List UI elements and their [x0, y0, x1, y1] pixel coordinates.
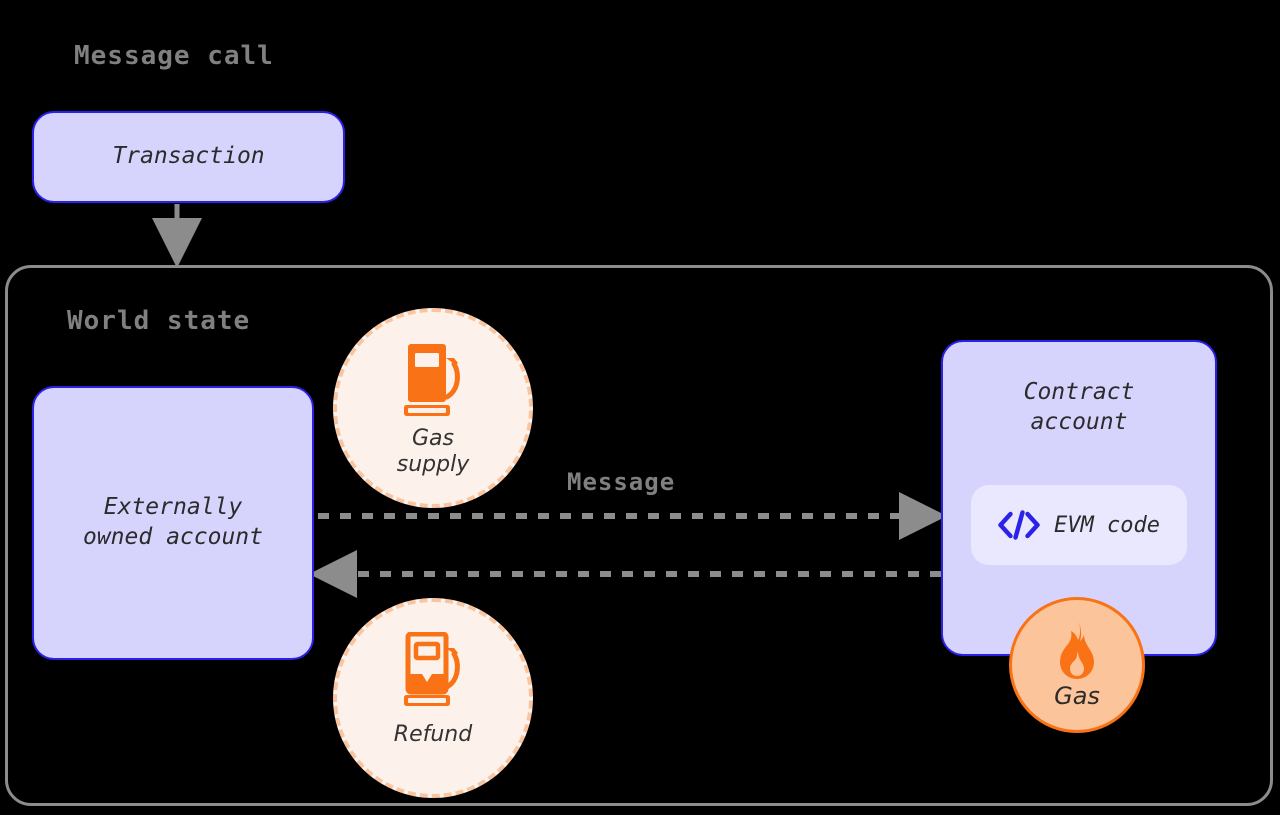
node-gas-supply-label: Gas supply	[396, 426, 470, 478]
message-edge-label: Message	[567, 468, 676, 496]
node-gas[interactable]: Gas	[1009, 597, 1145, 733]
node-gas-label: Gas	[1054, 682, 1100, 710]
evm-code-pill[interactable]: EVM code	[971, 485, 1187, 565]
node-transaction-label: Transaction	[112, 143, 265, 170]
world-state-heading: World state	[67, 306, 251, 336]
evm-code-label: EVM code	[1054, 512, 1160, 538]
node-transaction[interactable]: Transaction	[32, 111, 345, 203]
node-externally-owned-account[interactable]: Externally owned account	[32, 386, 314, 660]
node-refund[interactable]: Refund	[333, 598, 533, 798]
node-refund-label: Refund	[393, 722, 473, 747]
code-icon	[998, 510, 1040, 540]
node-contract-label: Contract account	[1023, 379, 1135, 435]
gas-pump-full-icon	[402, 342, 464, 426]
message-call-heading: Message call	[74, 41, 274, 71]
gas-pump-empty-icon	[402, 632, 464, 722]
flame-icon	[1049, 620, 1105, 682]
world-state-container	[5, 265, 1273, 806]
node-gas-supply[interactable]: Gas supply	[333, 308, 533, 508]
node-eoa-label: Externally owned account	[82, 494, 263, 550]
